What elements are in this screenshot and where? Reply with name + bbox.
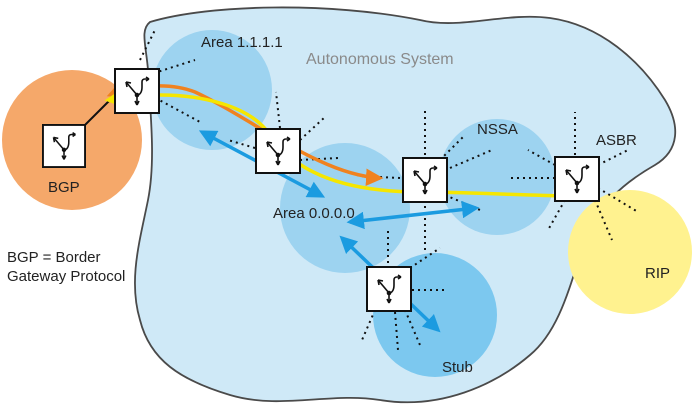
asbr-label: ASBR: [596, 132, 637, 149]
router-icon: [366, 266, 412, 312]
bgp-legend-line2: Gateway Protocol: [7, 268, 125, 285]
nssa-label: NSSA: [477, 121, 518, 138]
area-0000-label: Area 0.0.0.0: [273, 205, 355, 222]
area-1111-label: Area 1.1.1.1: [201, 34, 283, 51]
router-icon: [255, 128, 301, 174]
rip-region: [568, 190, 692, 314]
autonomous-system-label: Autonomous System: [306, 51, 454, 68]
rip-label: RIP: [645, 265, 670, 282]
stub-label: Stub: [442, 359, 473, 376]
router-icon: [554, 156, 600, 202]
bgp-label: BGP: [48, 179, 80, 196]
bgp-legend-line1: BGP = Border: [7, 249, 101, 266]
router-icon: [402, 157, 448, 203]
blue-arrow-backbone-nssa: [346, 200, 480, 230]
router-icon: [114, 68, 160, 114]
router-icon: [42, 124, 86, 168]
